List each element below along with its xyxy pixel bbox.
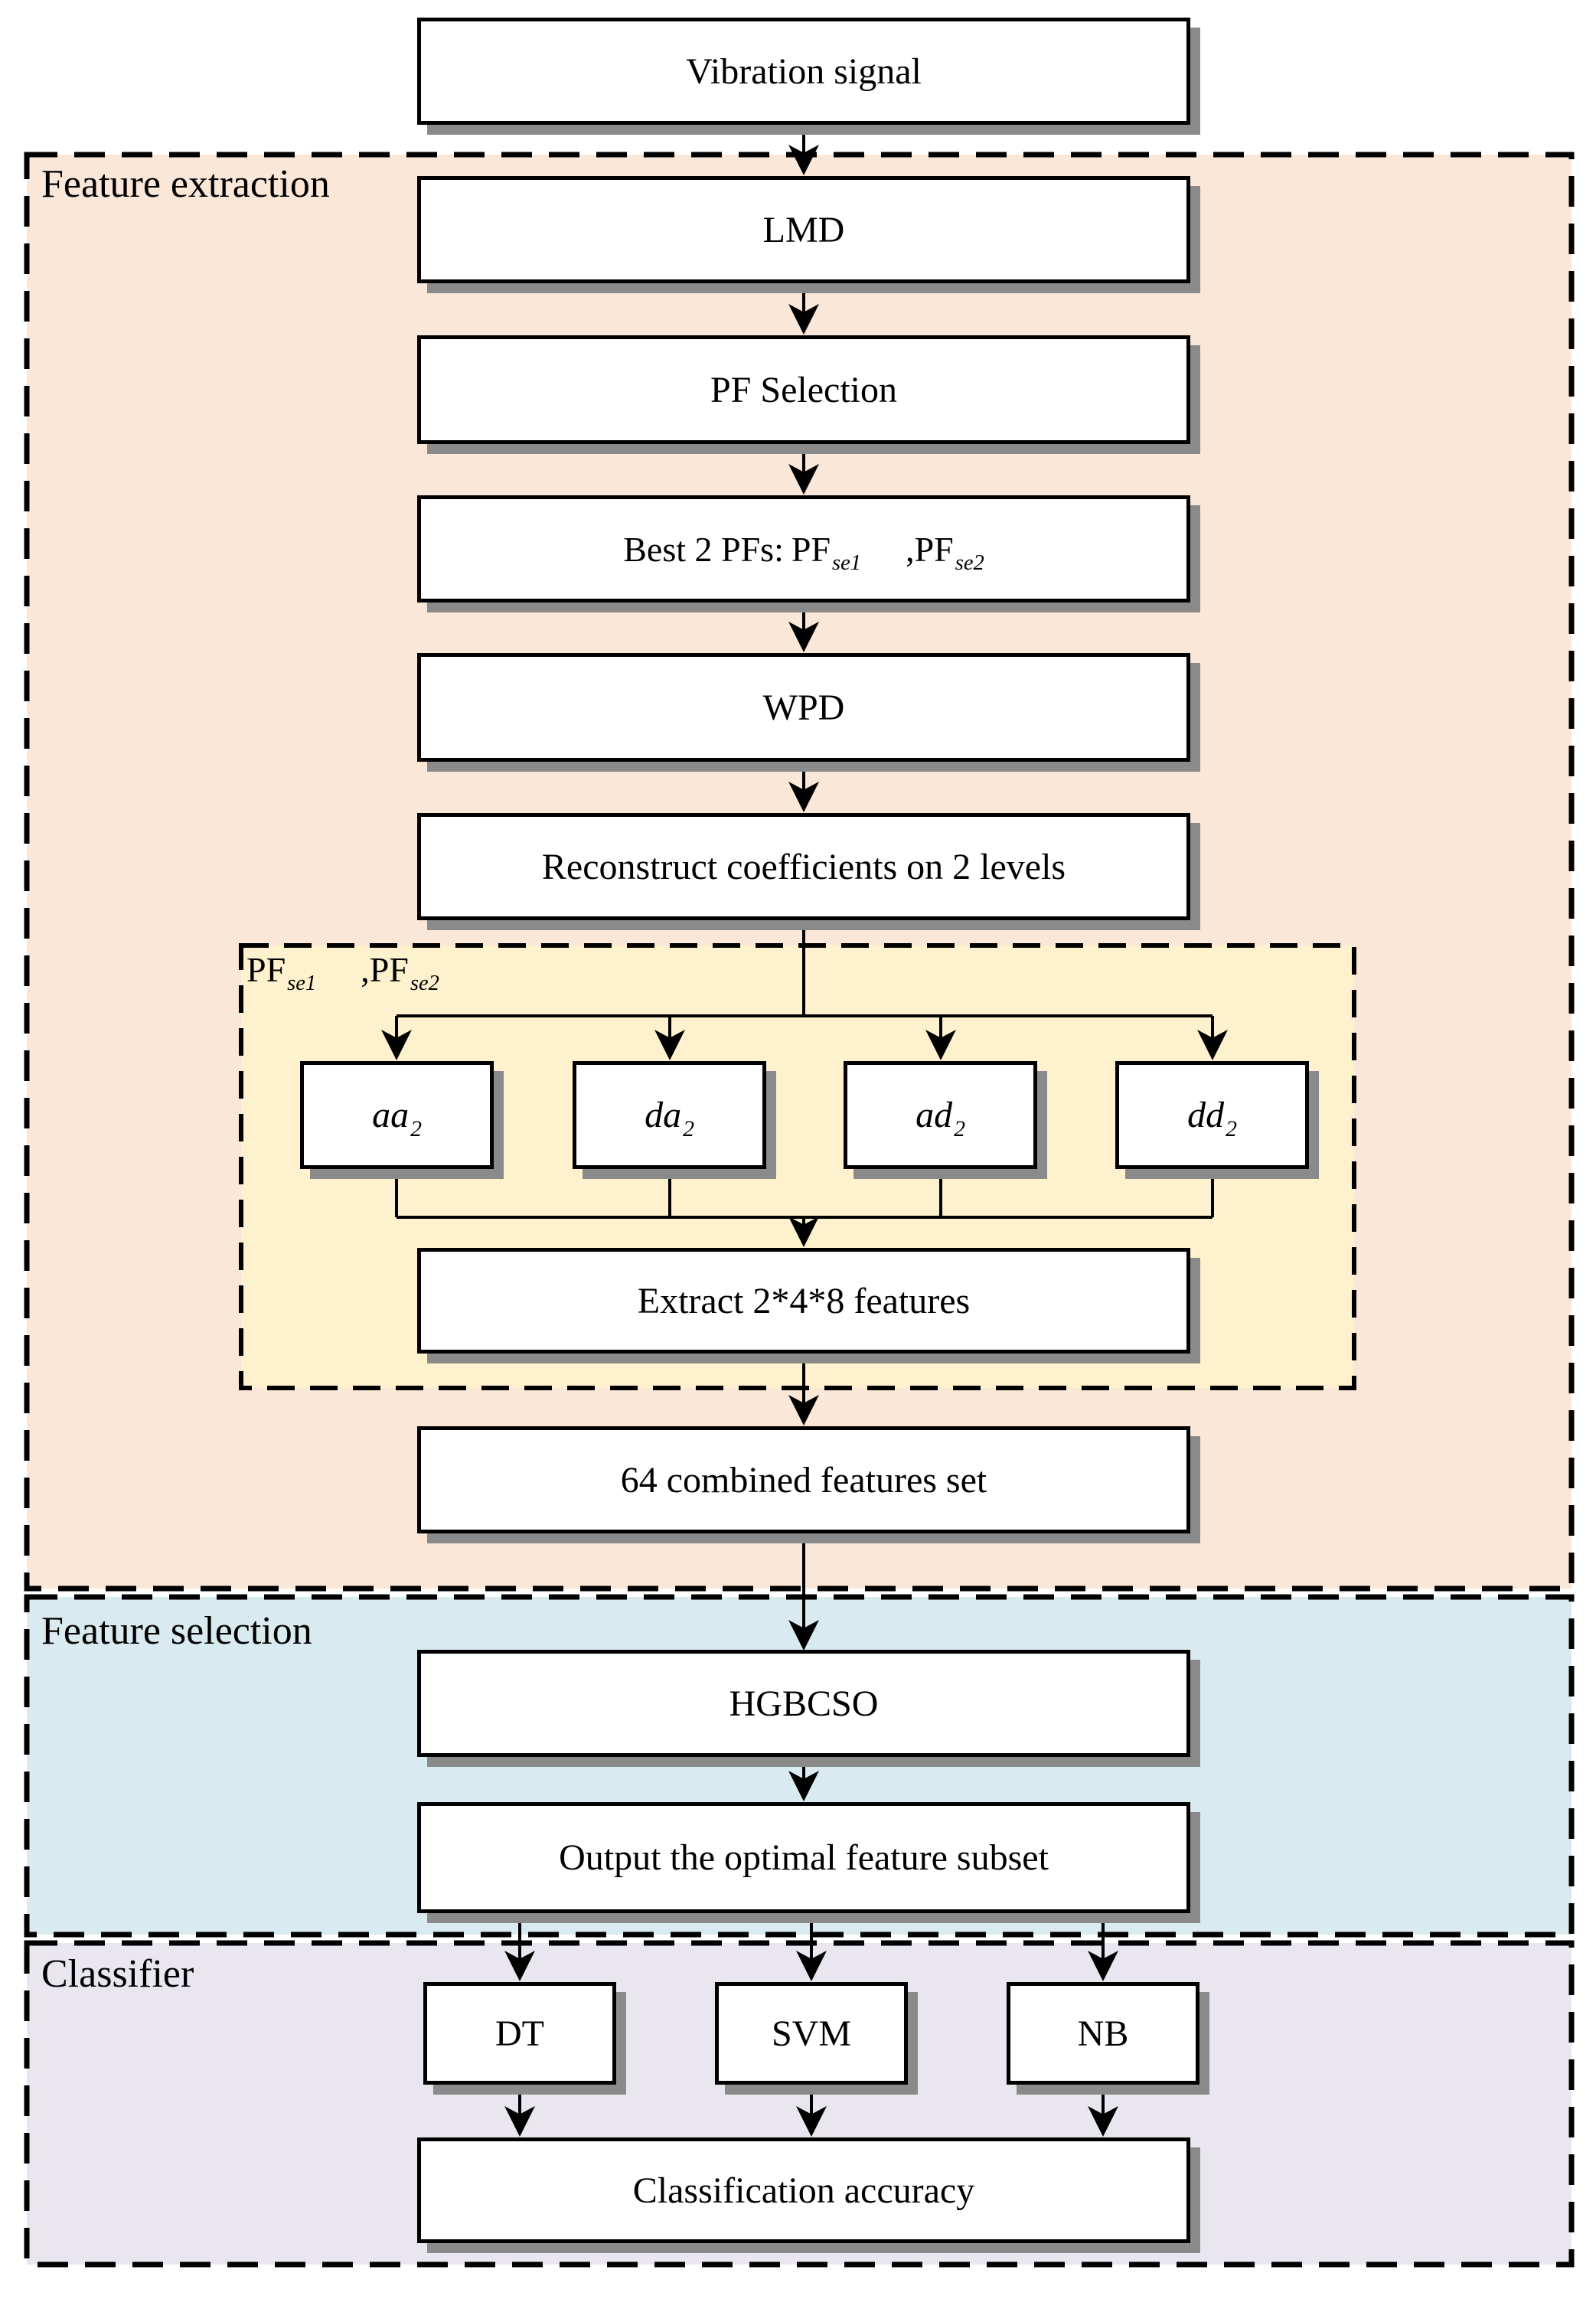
branch-connector-lines xyxy=(395,920,1214,1219)
node-hgbcso: HGBCSO xyxy=(417,1650,1190,1757)
best-pfs-prefix: Best 2 PFs: xyxy=(623,529,784,569)
node-coeff-aa2: aa2 xyxy=(300,1061,494,1169)
node-svm: SVM xyxy=(715,1982,908,2085)
node-coeff-ad2: ad2 xyxy=(844,1061,1037,1169)
section-label-classifier: Classifier xyxy=(41,1952,194,1996)
pf2-text: PF xyxy=(369,950,409,989)
pf1-text: PF xyxy=(246,950,286,989)
node-dt: DT xyxy=(423,1982,616,2085)
best-pfs-sub2: se2 xyxy=(955,550,984,575)
best-pfs-sub1: se1 xyxy=(832,550,862,575)
node-output-subset: Output the optimal feature subset xyxy=(417,1802,1190,1913)
pf1-subscript: se1 xyxy=(287,972,317,996)
pf-selected-label: PFse1,PFse2 xyxy=(246,950,439,995)
node-extract-features: Extract 2*4*8 features xyxy=(417,1248,1190,1354)
best-pfs-pf1: PF xyxy=(791,529,831,569)
node-wpd: WPD xyxy=(417,653,1190,762)
comma-text: , xyxy=(361,950,370,989)
node-coeff-da2: da2 xyxy=(573,1061,766,1169)
node-combined-features: 64 combined features set xyxy=(417,1426,1190,1533)
best-pfs-comma: , xyxy=(906,529,915,569)
node-pf-selection: PF Selection xyxy=(417,335,1190,444)
node-classification-accuracy: Classification accuracy xyxy=(417,2137,1190,2243)
node-vibration-signal: Vibration signal xyxy=(417,18,1190,125)
node-nb: NB xyxy=(1007,1982,1199,2085)
pf2-subscript: se2 xyxy=(410,972,439,996)
node-reconstruct-coefficients: Reconstruct coefficients on 2 levels xyxy=(417,813,1190,920)
best-pfs-pf2: PF xyxy=(914,529,954,569)
section-label-feature-extraction: Feature extraction xyxy=(41,162,330,206)
node-lmd: LMD xyxy=(417,176,1190,283)
node-best-2-pfs: Best 2 PFs:PFse1,PFse2 xyxy=(417,495,1190,603)
section-label-feature-selection: Feature selection xyxy=(41,1609,312,1653)
node-coeff-dd2: dd2 xyxy=(1115,1061,1309,1169)
